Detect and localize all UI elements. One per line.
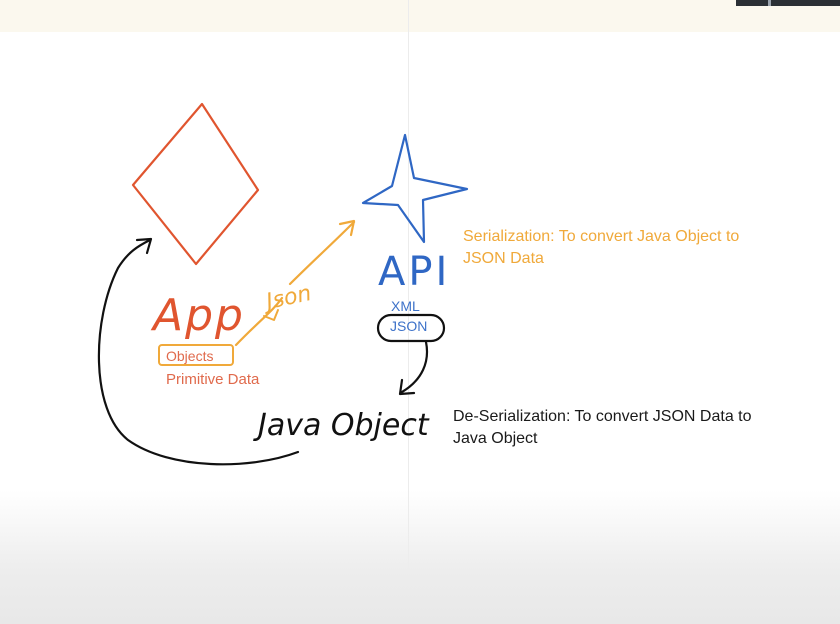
app-label: App [150,290,245,341]
json-oval [376,313,446,343]
json-label: JSON [390,318,428,334]
return-arrowhead [135,237,153,255]
serialization-note: Serialization: To convert Java Object to… [463,228,740,267]
serialize-arrowhead-upper [338,219,356,237]
deserialize-arrow [400,340,429,394]
return-arrow [97,238,300,466]
json-arrow-label: Json [260,281,313,316]
java-object-label: Java Object [253,408,430,443]
xml-label: XML [391,298,420,314]
serialize-arrow [234,220,356,347]
objects-box [158,344,234,366]
deserialization-note: De-Serialization: To convert JSON Data t… [453,408,752,447]
window-control-strip [736,0,840,6]
window-control-separator [768,0,771,6]
primitive-data-label: Primitive Data [166,371,260,388]
api-label: API [378,249,450,295]
center-divider [408,0,409,624]
top-bar [0,0,840,32]
serialize-arrowhead-lower [263,309,279,321]
objects-label: Objects [166,348,214,364]
api-star-shape [361,133,469,244]
deserialize-arrowhead [398,378,416,396]
app-diamond-shape [131,102,260,266]
bottom-fade [0,490,840,624]
